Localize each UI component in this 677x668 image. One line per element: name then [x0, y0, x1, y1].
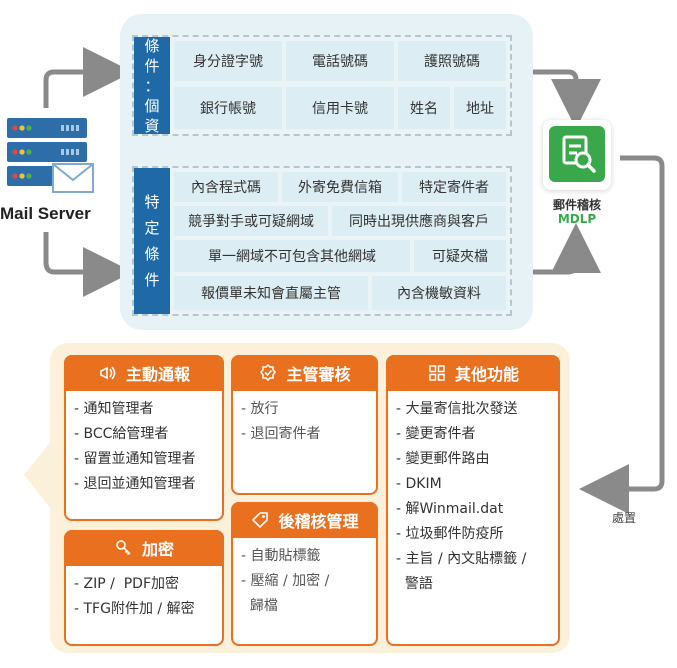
arrow-server-to-personal	[43, 47, 133, 108]
condition-supplier-customer: 同時出現供應商與客戶	[332, 206, 506, 236]
mdlp-icon-bg	[549, 126, 605, 182]
condition-contains-code: 內含程式碼	[174, 172, 278, 202]
list-item: - 通知管理者	[74, 401, 154, 417]
card-supervisor-review: 主管審核 - 放行 - 退回寄件者	[231, 355, 378, 495]
arrow-mdlp-to-handling	[579, 155, 665, 514]
list-item: - 主旨 / 內文貼標籤 /	[396, 551, 527, 567]
arrow-personal-to-mdlp	[528, 69, 601, 129]
list-item: - 壓縮 / 加密 /	[241, 573, 330, 589]
personal-conditions-label: 條 件 ： 個 資	[134, 37, 170, 135]
condition-suspicious-domain: 競爭對手或可疑網域	[174, 206, 328, 236]
list-item: - 自動貼標籤	[241, 548, 321, 564]
condition-credit-card: 信用卡號	[286, 87, 394, 129]
card-other-functions-list: - 大量寄信批次發送 - 變更寄件者 - 變更郵件路由 - DKIM - 解Wi…	[396, 397, 552, 597]
personal-conditions-group: 條 件 ： 個 資 身分證字號 電話號碼 護照號碼 銀行帳號 信用卡號 姓名 地…	[132, 35, 512, 136]
card-supervisor-review-header: 主管審核	[231, 355, 378, 391]
megaphone-icon	[100, 366, 116, 380]
card-encryption-list: - ZIP / PDF加密 - TFG附件加 / 解密	[74, 572, 216, 622]
badge-check-icon	[260, 363, 277, 382]
list-item: - 變更郵件路由	[396, 451, 490, 467]
condition-passport-number: 護照號碼	[398, 41, 506, 81]
card-other-functions-header: 其他功能	[386, 355, 560, 391]
condition-name: 姓名	[398, 87, 450, 129]
list-item: - 大量寄信批次發送	[396, 401, 518, 417]
card-post-audit-header: 後稽核管理	[231, 502, 378, 538]
arrow-specific-to-mdlp	[528, 223, 601, 275]
list-item: - ZIP / PDF加密	[74, 576, 180, 592]
list-item: 歸檔	[241, 598, 278, 614]
card-encryption: 加密 - ZIP / PDF加密 - TFG附件加 / 解密	[64, 530, 224, 646]
mdlp-node	[543, 120, 611, 190]
condition-single-domain: 單一網域不可包含其他網域	[174, 240, 410, 272]
handling-label: 處置	[612, 511, 637, 525]
card-active-notify: 主動通報 - 通知管理者 - BCC給管理者 - 留置並通知管理者 - 退回並通…	[64, 355, 224, 521]
list-item: - 變更寄件者	[396, 426, 476, 442]
condition-bank-account: 銀行帳號	[174, 87, 282, 129]
list-item: - BCC給管理者	[74, 426, 169, 442]
mdlp-title: 郵件稽核	[552, 198, 601, 212]
card-other-functions: 其他功能 - 大量寄信批次發送 - 變更寄件者 - 變更郵件路由 - DKIM …	[386, 355, 560, 646]
list-item: - 放行	[241, 401, 279, 417]
card-active-notify-list: - 通知管理者 - BCC給管理者 - 留置並通知管理者 - 退回並通知管理者	[74, 397, 216, 497]
condition-suspicious-attachment: 可疑夾檔	[414, 240, 506, 272]
list-item: - 解Winmail.dat	[396, 501, 504, 517]
list-item: 警語	[396, 576, 433, 592]
specific-conditions-group: 特 定 條 件 內含程式碼 外寄免費信箱 特定寄件者 競爭對手或可疑網域 同時出…	[132, 166, 512, 316]
grid-apps-icon	[429, 365, 445, 381]
condition-address: 地址	[454, 87, 506, 129]
key-icon	[116, 540, 131, 556]
mdlp-subtitle: MDLP	[557, 212, 597, 226]
list-item: - TFG附件加 / 解密	[74, 601, 195, 617]
card-encryption-header: 加密	[64, 530, 224, 566]
list-item: - 退回並通知管理者	[74, 476, 196, 492]
specific-conditions-label: 特 定 條 件	[134, 168, 170, 314]
list-item: - 垃圾郵件防疫所	[396, 526, 504, 542]
list-item: - DKIM	[396, 476, 442, 492]
list-item: - 退回寄件者	[241, 426, 321, 442]
tag-icon	[252, 512, 269, 529]
server-icon	[7, 118, 94, 193]
condition-free-mailbox: 外寄免費信箱	[282, 172, 398, 202]
actions-panel-pointer	[24, 440, 52, 510]
audit-document-icon	[562, 135, 596, 173]
list-item: - 留置並通知管理者	[74, 451, 196, 467]
condition-sensitive-data: 內含機敏資料	[372, 276, 506, 310]
card-supervisor-review-list: - 放行 - 退回寄件者	[241, 397, 370, 447]
condition-id-number: 身分證字號	[174, 41, 282, 81]
arrow-server-to-specific	[43, 232, 133, 297]
condition-quote-no-supervisor: 報價單未知會直屬主管	[174, 276, 368, 310]
server-label: Mail Server	[0, 204, 91, 223]
card-post-audit: 後稽核管理 - 自動貼標籤 - 壓縮 / 加密 / 歸檔	[231, 502, 378, 646]
condition-specific-sender: 特定寄件者	[402, 172, 506, 202]
card-active-notify-header: 主動通報	[64, 355, 224, 391]
condition-phone-number: 電話號碼	[286, 41, 394, 81]
card-post-audit-list: - 自動貼標籤 - 壓縮 / 加密 / 歸檔	[241, 544, 370, 619]
